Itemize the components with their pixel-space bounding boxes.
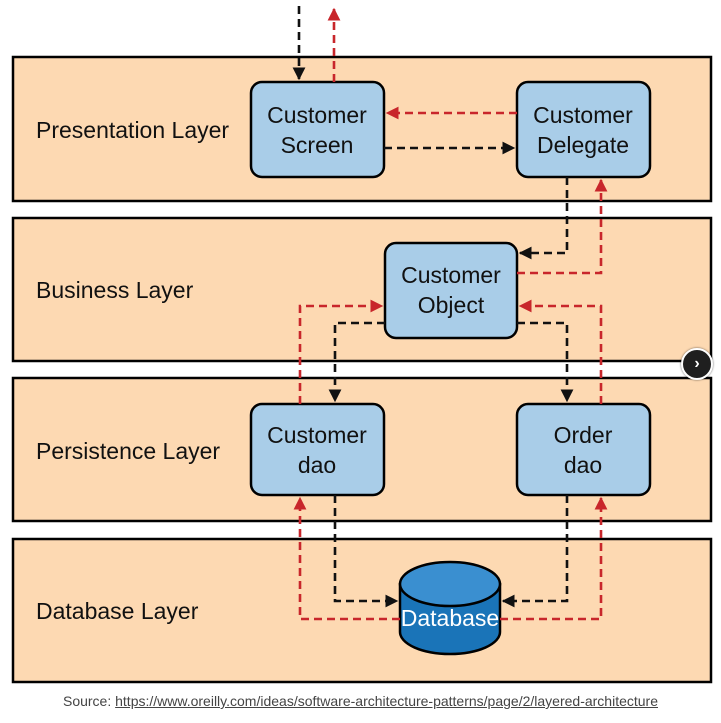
source-link[interactable]: https://www.oreilly.com/ideas/software-a…	[115, 693, 658, 709]
customer-dao-box: Customer dao	[249, 402, 386, 497]
persistence-layer-label: Persistence Layer	[36, 438, 220, 464]
database-layer-label: Database Layer	[36, 598, 199, 624]
customer-screen-line2: Screen	[281, 132, 354, 158]
order-dao-box: Order dao	[515, 402, 652, 497]
customer-object-line1: Customer	[401, 262, 501, 288]
order-dao-line1: Order	[554, 422, 613, 448]
response-arrow-customer-dao-to-object	[298, 299, 384, 404]
layered-architecture-diagram: Presentation Layer Business Layer Persis…	[11, 6, 713, 684]
request-flow-arrows	[292, 6, 574, 608]
customer-delegate-box: Customer Delegate	[515, 80, 652, 179]
response-arrow-database-to-customer-dao	[293, 496, 400, 621]
source-caption: Source: https://www.oreilly.com/ideas/so…	[0, 693, 721, 709]
order-dao-line2: dao	[564, 452, 602, 478]
presentation-layer-label: Presentation Layer	[36, 117, 229, 143]
database-cylinder: Database	[398, 560, 502, 656]
response-arrow-object-to-delegate	[517, 178, 608, 275]
customer-dao-line1: Customer	[267, 422, 367, 448]
customer-delegate-line1: Customer	[533, 102, 633, 128]
customer-screen-box: Customer Screen	[249, 80, 386, 179]
customer-delegate-line2: Delegate	[537, 132, 629, 158]
database-layer: Database Layer	[11, 537, 713, 684]
customer-screen-line1: Customer	[267, 102, 367, 128]
request-arrow-object-to-order-dao	[517, 321, 574, 403]
response-arrow-order-dao-to-object	[518, 299, 603, 404]
request-arrow-order-dao-to-database	[501, 495, 569, 608]
response-flow-arrows	[293, 7, 608, 621]
request-arrow-delegate-to-object	[518, 177, 569, 260]
database-label: Database	[401, 605, 499, 631]
request-arrow-object-to-customer-dao	[328, 321, 385, 403]
customer-object-line2: Object	[418, 292, 485, 318]
source-prefix: Source:	[62, 693, 116, 709]
customer-dao-line2: dao	[298, 452, 336, 478]
chevron-right-icon[interactable]: ›	[681, 348, 713, 380]
request-arrow-customer-dao-to-database	[333, 495, 399, 608]
customer-object-box: Customer Object	[383, 241, 519, 340]
response-arrow-database-to-order-dao	[500, 496, 608, 621]
business-layer-label: Business Layer	[36, 277, 194, 303]
business-layer: Business Layer	[11, 216, 713, 363]
